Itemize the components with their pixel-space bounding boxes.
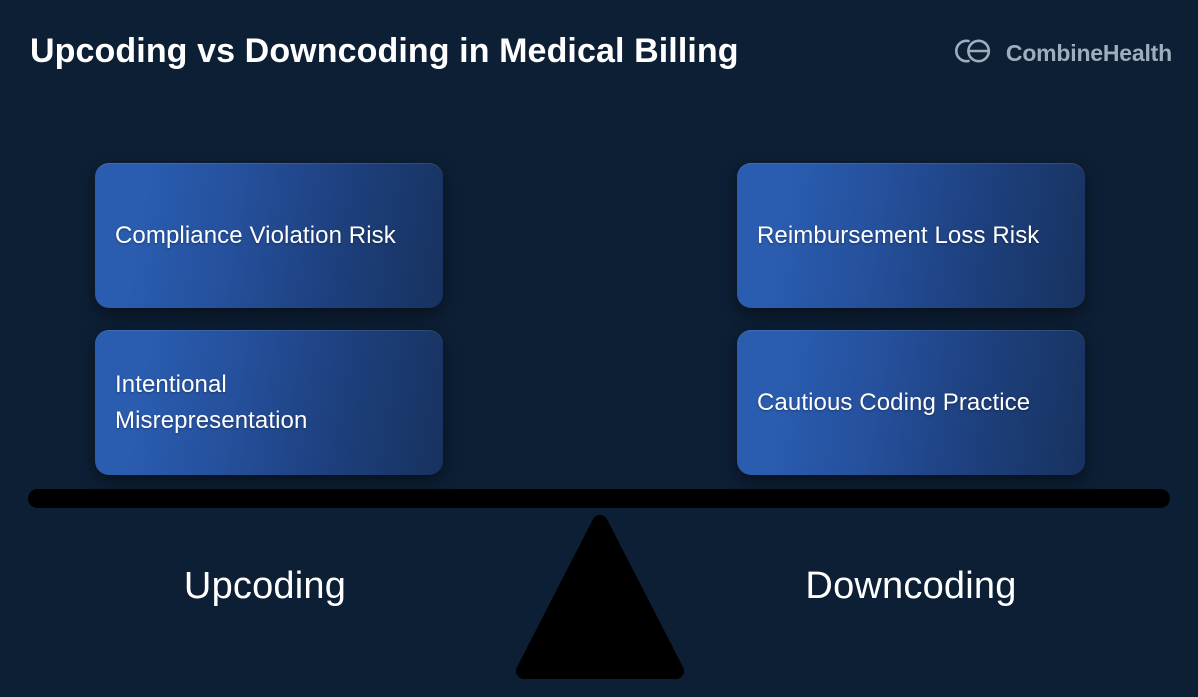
brand-name: CombineHealth — [1005, 40, 1172, 66]
card-label: Reimbursement Loss Risk — [757, 221, 1040, 249]
card-label: Compliance Violation Risk — [115, 221, 396, 249]
label-upcoding: Upcoding — [183, 565, 347, 607]
combinehealth-ch-monogram-icon — [950, 36, 992, 71]
page-title: Upcoding vs Downcoding in Medical Billin… — [30, 32, 739, 70]
brand-logo: CombineHealth — [950, 36, 1172, 71]
fulcrum-triangle-icon — [516, 515, 684, 683]
balance-beam — [28, 489, 1170, 508]
card-label: Intentional Misrepresentation — [115, 370, 308, 434]
card-label: Cautious Coding Practice — [757, 388, 1031, 416]
card-reimbursement-loss-risk[interactable]: Reimbursement Loss Risk — [737, 163, 1085, 308]
card-cautious-coding-practice[interactable]: Cautious Coding Practice — [737, 330, 1085, 475]
card-intentional-misrepresentation[interactable]: Intentional Misrepresentation — [95, 330, 443, 475]
card-compliance-violation-risk[interactable]: Compliance Violation Risk — [95, 163, 443, 308]
label-downcoding: Downcoding — [805, 565, 1017, 607]
